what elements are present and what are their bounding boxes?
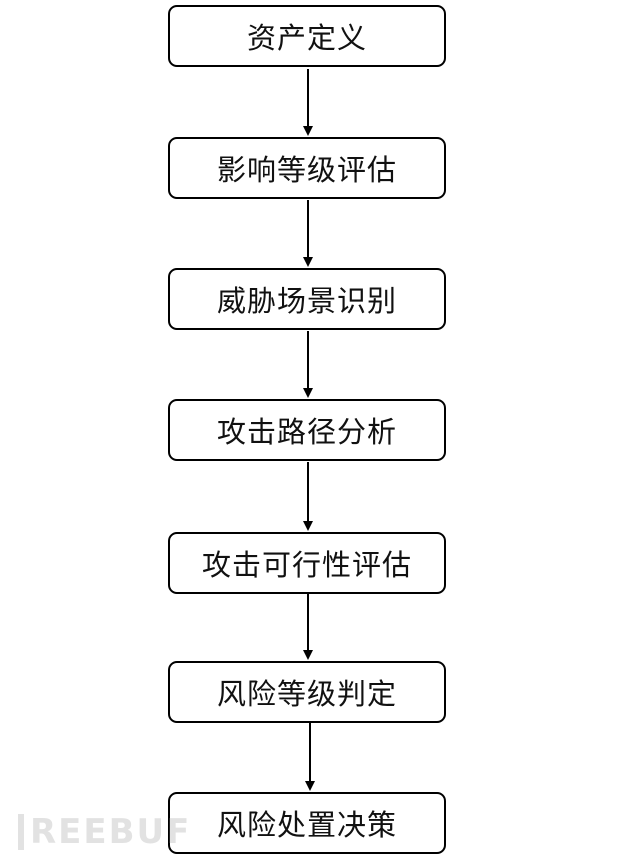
step-asset-definition: 资产定义 xyxy=(168,5,446,67)
step-label: 风险等级判定 xyxy=(216,677,397,711)
step-threat-scenario: 威胁场景识别 xyxy=(168,268,446,330)
step-label: 攻击可行性评估 xyxy=(201,548,412,582)
step-attack-feasibility: 攻击可行性评估 xyxy=(168,532,446,594)
step-impact-rating: 影响等级评估 xyxy=(168,137,446,199)
watermark-f-bar xyxy=(18,814,24,850)
watermark-text: REEBUF xyxy=(30,812,192,852)
freebuf-watermark: REEBUF xyxy=(18,812,191,852)
step-risk-level: 风险等级判定 xyxy=(168,661,446,723)
step-label: 风险处置决策 xyxy=(216,808,397,842)
step-label: 影响等级评估 xyxy=(216,153,397,187)
step-label: 攻击路径分析 xyxy=(216,415,397,449)
step-label: 威胁场景识别 xyxy=(216,284,397,318)
step-attack-path: 攻击路径分析 xyxy=(168,399,446,461)
step-risk-treatment: 风险处置决策 xyxy=(168,792,446,854)
step-label: 资产定义 xyxy=(246,21,367,55)
